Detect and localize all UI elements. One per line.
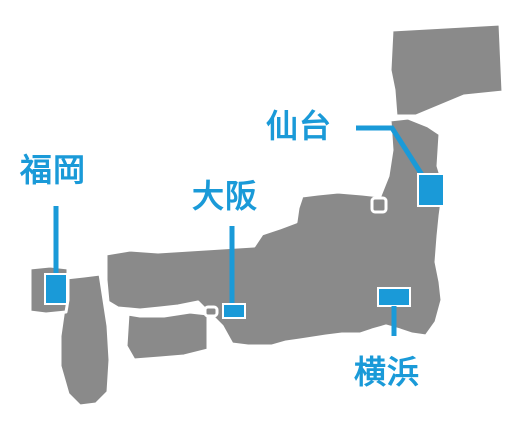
- fukuoka-marker[interactable]: [44, 273, 68, 305]
- shikoku-region: [124, 310, 210, 362]
- city-label-fukuoka: 福岡: [20, 151, 87, 189]
- sado-island: [370, 196, 388, 214]
- sendai-leader-line: [356, 125, 427, 180]
- yokohama-marker[interactable]: [377, 287, 411, 307]
- awaji-island: [203, 305, 219, 318]
- city-label-sendai: 仙台: [266, 107, 333, 145]
- hokkaido-region: [388, 22, 505, 118]
- kyushu-region: [58, 272, 112, 408]
- honshu-region: [104, 116, 446, 348]
- sendai-marker[interactable]: [417, 173, 445, 207]
- city-label-osaka: 大阪: [192, 177, 259, 215]
- osaka-marker[interactable]: [222, 303, 246, 319]
- city-label-yokohama: 横浜: [354, 353, 421, 391]
